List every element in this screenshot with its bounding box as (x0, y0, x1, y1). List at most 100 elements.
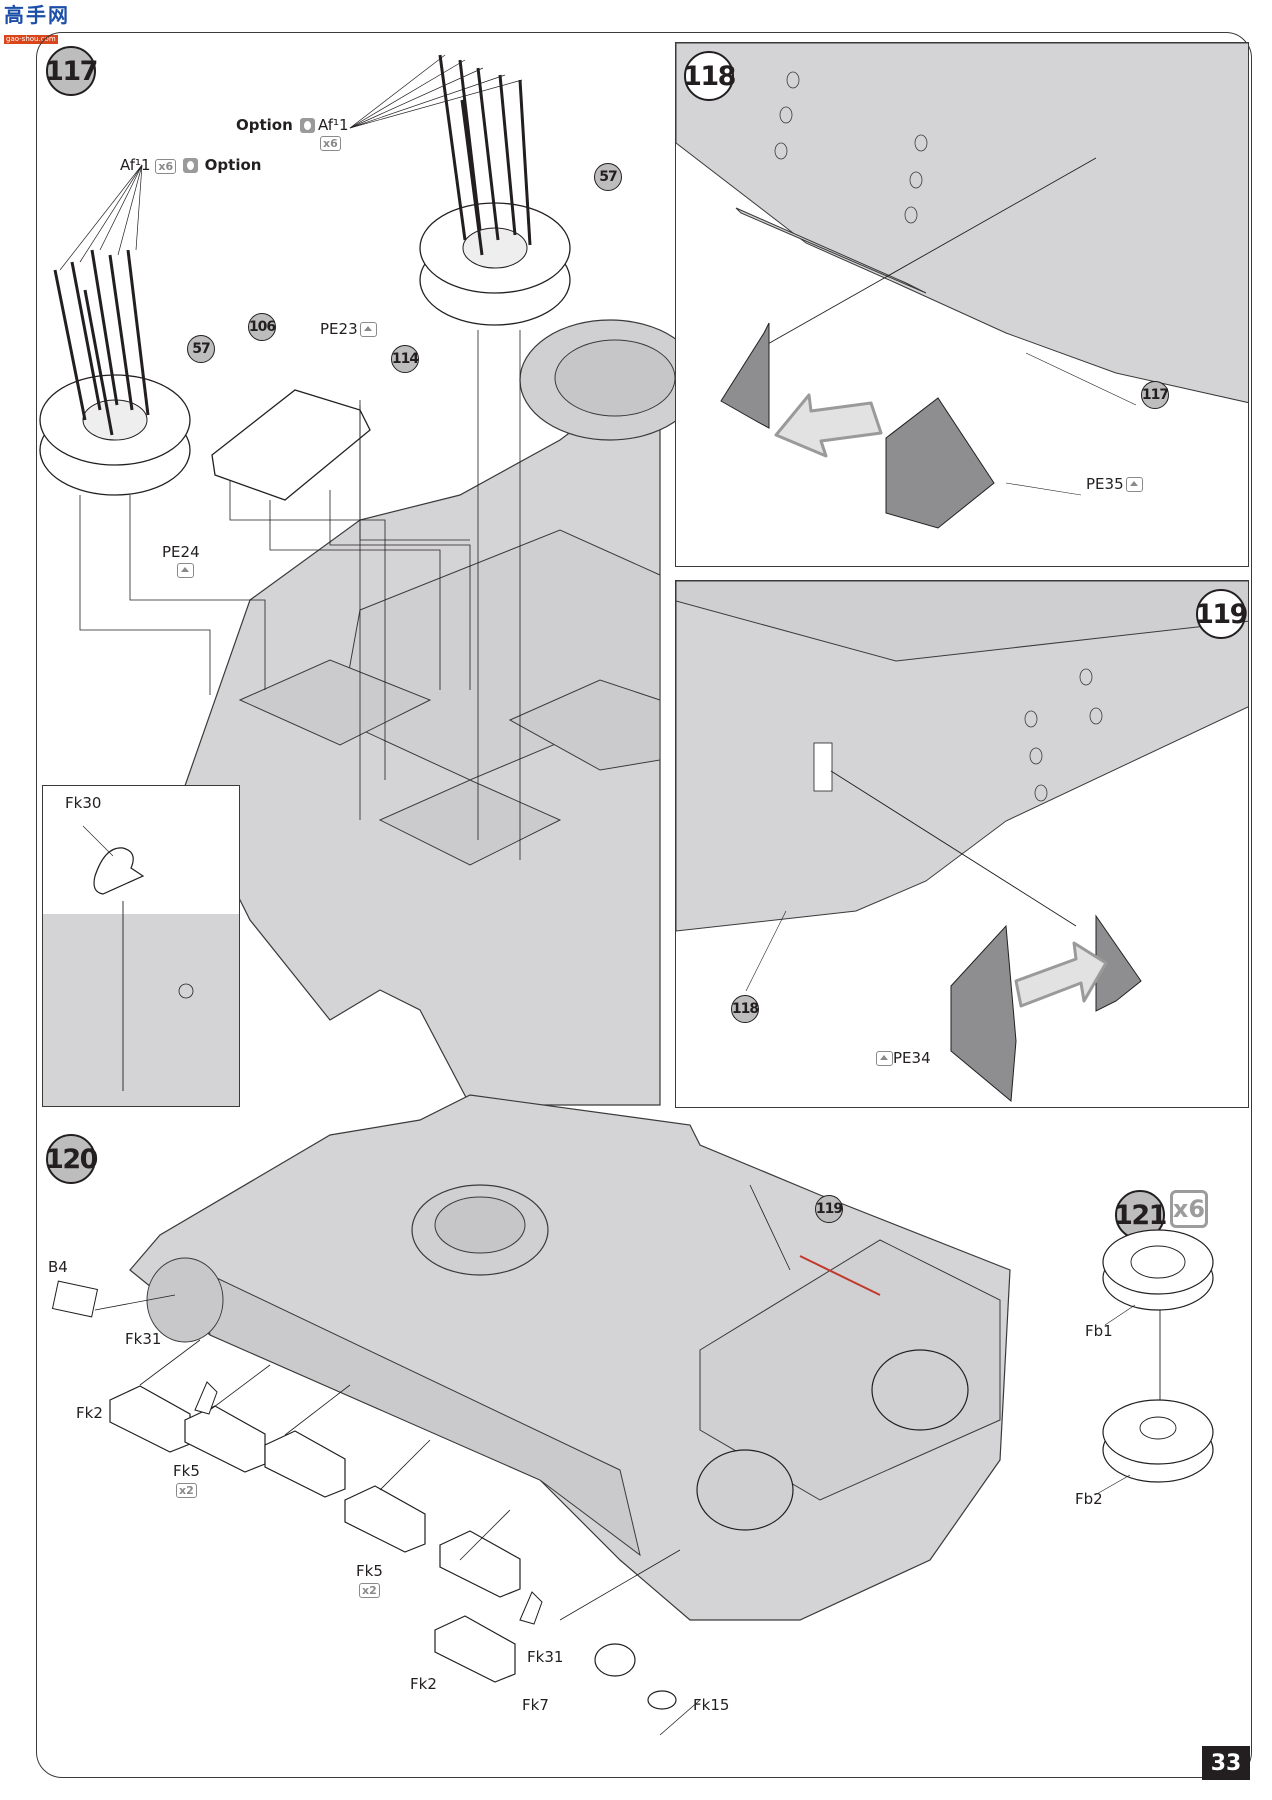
option-label-top-text: Option (236, 116, 293, 134)
fk5-a-quantity-badge: x2 (176, 1483, 197, 1498)
fk15-part (647, 1690, 677, 1710)
pe23-label: PE23 (320, 320, 377, 338)
fk30-detail-inset: Fk30 (42, 785, 240, 1107)
pe24-label-text: PE24 (162, 543, 200, 561)
fk2-label-b: Fk2 (410, 1675, 437, 1693)
quantity-x6-text: x6 (1172, 1195, 1206, 1223)
page-number: 33 (1202, 1746, 1250, 1780)
fb2-label: Fb2 (1075, 1490, 1103, 1508)
step-number-117: 117 (45, 46, 98, 96)
fk31-label-b: Fk31 (527, 1648, 564, 1666)
photo-etch-icon (876, 1051, 893, 1066)
af1-rods-left (53, 249, 150, 436)
placement-line (765, 157, 1097, 346)
pe35-part (885, 397, 995, 529)
slot-target (813, 742, 833, 792)
step-118-panel: 118 117 PE35 (675, 42, 1249, 567)
fb1-hub (1130, 1245, 1186, 1279)
fk31-part-b (519, 1591, 543, 1625)
option-swap-icon (300, 118, 316, 133)
fk31-label-a: Fk31 (125, 1330, 162, 1348)
inset-hole (178, 983, 194, 999)
fk5-arm-4 (439, 1530, 521, 1598)
suspension-arms (109, 1385, 521, 1683)
option-label-top: Option (236, 116, 317, 134)
af1-top-quantity-badge: x6 (320, 136, 341, 151)
fk31-part-a (194, 1381, 218, 1415)
af1-label-top: Af¹1 (318, 116, 349, 134)
watermark-url: gao-shou.com (4, 35, 58, 44)
pe23-label-text: PE23 (320, 320, 358, 338)
ref-117: 117 (1141, 381, 1169, 409)
fk7-part (594, 1643, 636, 1677)
bolt-holes (774, 71, 928, 224)
pe34-label: PE34 (874, 1049, 931, 1067)
ref-57-left: 57 (187, 335, 215, 363)
af1-label-left-text: Af¹1 (120, 156, 151, 174)
photo-etch-icon (359, 322, 377, 337)
fk5-arm-2 (264, 1430, 346, 1498)
fk2-label-a: Fk2 (76, 1404, 103, 1422)
fk5-label-b-text: Fk5 (356, 1562, 383, 1580)
watermark-logo: 高手网 gao-shou.com (4, 3, 74, 44)
engine-deck (699, 1239, 1001, 1501)
hull-side (676, 43, 1248, 404)
fk5-arm-3 (344, 1485, 426, 1553)
ref-118: 118 (731, 995, 759, 1023)
hatch-left (238, 659, 432, 746)
step-number-119: 119 (1195, 589, 1248, 639)
af1-label-left: Af¹1 x6 Option (120, 156, 261, 174)
b4-part (51, 1280, 99, 1318)
inset-hull-surface (43, 914, 239, 1106)
ref-106: 106 (248, 313, 276, 341)
watermark-logo-text: 高手网 (4, 3, 70, 27)
pe34-label-text: PE34 (893, 1049, 931, 1067)
hull-side (676, 581, 1248, 932)
assembly-lines (79, 330, 521, 860)
hatch-right (508, 679, 661, 771)
fb1-label: Fb1 (1085, 1322, 1113, 1340)
pe24-label: PE24 (162, 543, 200, 579)
fk5-label-a: Fk5 x2 (173, 1462, 200, 1498)
cupola-inner (434, 1196, 526, 1254)
af1-leaders (59, 54, 523, 271)
direction-arrow (1014, 941, 1108, 1008)
bolt-holes (1024, 668, 1103, 802)
fk15-label: Fk15 (693, 1696, 730, 1714)
fender (676, 581, 1248, 662)
part-106-box (211, 389, 371, 501)
ref-119: 119 (815, 1195, 843, 1223)
step-number-120: 120 (45, 1134, 98, 1184)
fk30-label: Fk30 (65, 794, 102, 812)
fk2-arm-rear (434, 1615, 516, 1683)
photo-etch-icon (177, 563, 195, 578)
fk5-label-a-text: Fk5 (173, 1462, 200, 1480)
assembly-lines (94, 1184, 791, 1736)
quantity-x6-badge: x6 (1170, 1190, 1208, 1228)
page-frame (36, 32, 1252, 1778)
fk7-label: Fk7 (522, 1696, 549, 1714)
option-label-left-text: Option (204, 156, 262, 174)
step-119-panel: 119 118 PE34 (675, 580, 1249, 1108)
step-118-drawing (676, 43, 1248, 529)
b4-label: B4 (48, 1258, 68, 1276)
fender (735, 207, 927, 294)
fb2-hub (1139, 1416, 1177, 1440)
mounted-wheel-1 (696, 1449, 794, 1531)
fk5-label-b: Fk5 x2 (356, 1562, 383, 1598)
fk30-hook-part (93, 847, 145, 895)
option-swap-icon (182, 158, 198, 173)
placement-line (830, 770, 1077, 927)
red-mark-line (799, 1255, 881, 1296)
pe35-label-text: PE35 (1086, 475, 1124, 493)
mounted-wheel-2 (871, 1349, 969, 1431)
pe35-label: PE35 (1086, 475, 1143, 493)
fk5-b-quantity-badge: x2 (359, 1583, 380, 1598)
step-number-118: 118 (683, 51, 736, 101)
ref-57-top: 57 (594, 163, 622, 191)
direction-arrow (774, 393, 883, 458)
photo-etch-icon (1125, 477, 1143, 492)
